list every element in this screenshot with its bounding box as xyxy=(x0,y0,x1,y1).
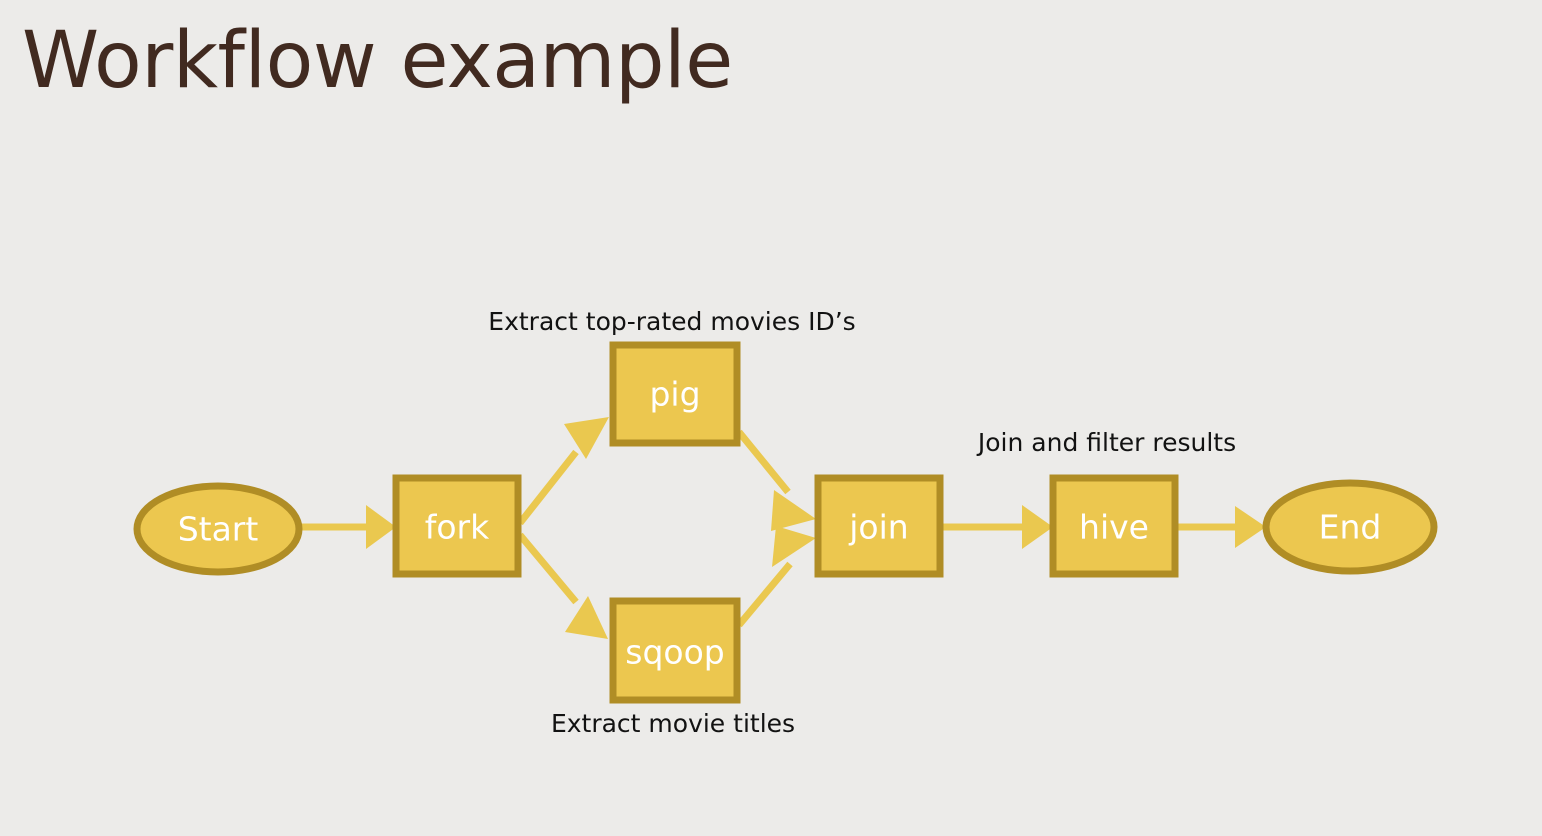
edge-start-fork-arrowhead xyxy=(366,505,396,549)
edge-start-fork xyxy=(300,505,396,549)
edge-pig-join-arrowhead xyxy=(771,490,816,531)
edge-join-hive-arrowhead xyxy=(1022,505,1053,549)
edge-hive-end-arrowhead xyxy=(1235,506,1266,548)
annotation-sqoop: Extract movie titles xyxy=(551,709,795,738)
edge-fork-sqoop-arrowhead xyxy=(565,596,608,639)
node-pig-label: pig xyxy=(649,375,700,414)
edge-fork-sqoop xyxy=(517,532,608,639)
node-hive[interactable]: hive xyxy=(1049,474,1179,578)
node-end[interactable]: End xyxy=(1262,479,1438,575)
edge-sqoop-join-arrowhead xyxy=(772,526,816,567)
annotation-hive: Join and filter results xyxy=(976,428,1236,457)
node-fork[interactable]: fork xyxy=(392,474,522,578)
node-pig[interactable]: pig xyxy=(609,341,741,447)
node-fork-shape[interactable] xyxy=(392,474,522,578)
annotation-pig: Extract top-rated movies ID’s xyxy=(488,307,855,336)
node-sqoop-label: sqoop xyxy=(625,633,724,672)
edge-join-hive xyxy=(941,505,1053,549)
edge-sqoop-join-line xyxy=(736,561,793,628)
node-sqoop-shape[interactable] xyxy=(609,597,741,704)
page-title: Workflow example xyxy=(22,16,733,106)
edge-hive-end xyxy=(1176,506,1266,548)
node-join[interactable]: join xyxy=(814,474,944,578)
edge-fork-pig-line xyxy=(517,449,579,526)
edge-pig-join-line xyxy=(736,429,791,495)
edge-sqoop-join xyxy=(736,526,816,628)
edge-pig-join xyxy=(736,429,816,531)
node-fork-label: fork xyxy=(425,508,490,547)
node-end-shape[interactable] xyxy=(1262,479,1438,575)
node-start-label: Start xyxy=(178,510,259,549)
node-hive-shape[interactable] xyxy=(1049,474,1179,578)
node-pig-shape[interactable] xyxy=(609,341,741,447)
node-sqoop[interactable]: sqoop xyxy=(609,597,741,704)
node-start-shape[interactable] xyxy=(133,482,303,576)
node-start[interactable]: Start xyxy=(133,482,303,576)
edge-fork-sqoop-line xyxy=(517,532,579,605)
edge-fork-pig-arrowhead xyxy=(564,417,609,459)
node-end-label: End xyxy=(1319,508,1382,547)
node-join-label: join xyxy=(848,508,908,547)
edge-fork-pig xyxy=(517,417,609,526)
node-hive-label: hive xyxy=(1079,508,1149,547)
node-join-shape[interactable] xyxy=(814,474,944,578)
